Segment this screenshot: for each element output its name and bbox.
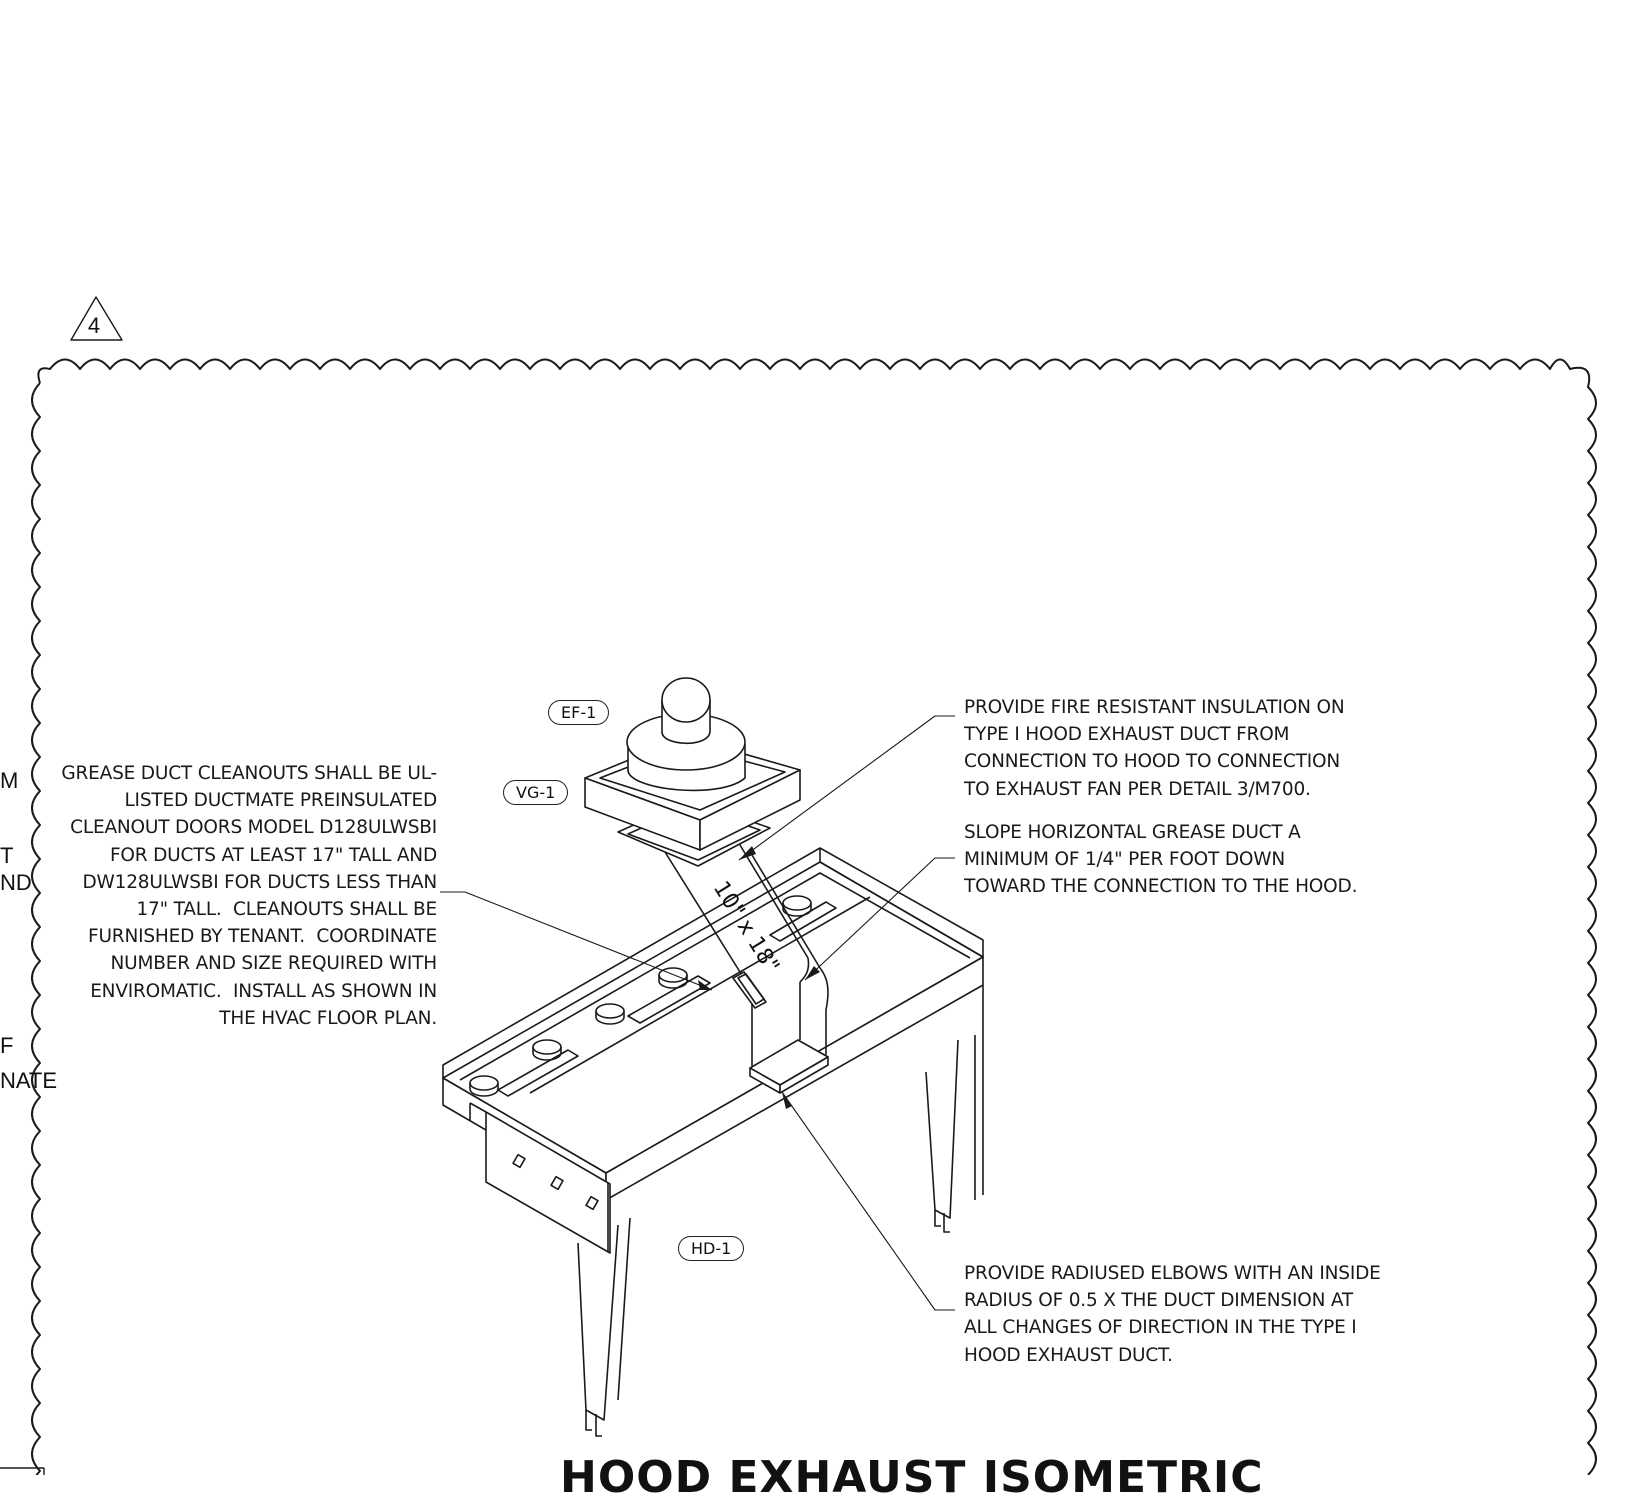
drawing-title: HOOD EXHAUST ISOMETRIC: [560, 1452, 1264, 1503]
note-grease-duct-cleanouts: GREASE DUCT CLEANOUTS SHALL BE UL- LISTE…: [61, 763, 437, 1029]
cut-off-text: NATE: [0, 1068, 58, 1093]
hood-lights: [469, 895, 812, 1097]
revision-cloud-left: [31, 382, 41, 1475]
revision-number: 4: [88, 313, 100, 338]
tag-ef-1: EF-1: [548, 700, 610, 725]
note-fire-resistant-insulation: PROVIDE FIRE RESISTANT INSULATION ON TYP…: [964, 697, 1345, 800]
exhaust-duct: [658, 829, 829, 1094]
note-slope-grease-duct: SLOPE HORIZONTAL GREASE DUCT A MINIMUM O…: [964, 822, 1358, 898]
hood-hd-1: [442, 847, 984, 1437]
cut-off-text: T: [0, 843, 14, 868]
cut-off-text: ND: [0, 870, 32, 895]
revision-triangle: 4: [70, 296, 123, 341]
note-radiused-elbows: PROVIDE RADIUSED ELBOWS WITH AN INSIDE R…: [964, 1263, 1381, 1366]
cut-off-text: F: [0, 1033, 14, 1058]
revision-cloud: [37, 358, 1597, 1475]
exhaust-fan-ef-1: [584, 677, 801, 867]
tag-hd-1: HD-1: [678, 1236, 745, 1261]
leader-lines: [440, 715, 955, 1311]
tag-vg-1: VG-1: [503, 780, 569, 805]
cut-off-text: M: [0, 768, 19, 793]
